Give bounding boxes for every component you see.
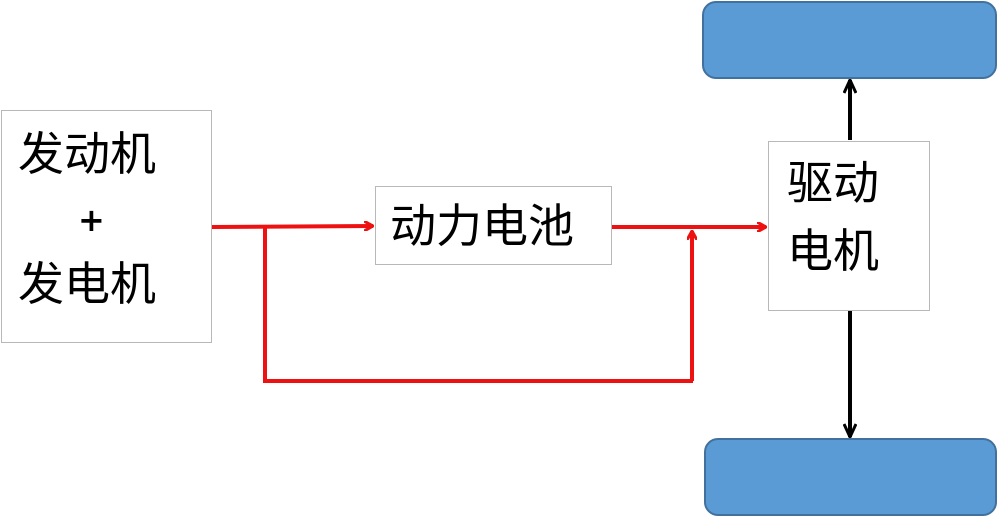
motor-label-line1: 驱动 (787, 156, 879, 210)
flow-engine-to-battery (211, 226, 373, 227)
drive-motor-box: 驱动 电机 (768, 141, 930, 311)
front-wheel-block (702, 1, 997, 79)
plus-sign: + (78, 201, 105, 239)
engine-label: 发动机 (18, 127, 156, 181)
rear-wheel-block (704, 438, 997, 516)
engine-generator-box: 发动机 + 发电机 (1, 110, 212, 343)
battery-label: 动力电池 (390, 199, 574, 253)
power-battery-box: 动力电池 (375, 186, 612, 265)
motor-label-line2: 电机 (787, 224, 879, 278)
generator-label: 发电机 (18, 257, 156, 311)
flow-bypass-path (263, 227, 693, 383)
